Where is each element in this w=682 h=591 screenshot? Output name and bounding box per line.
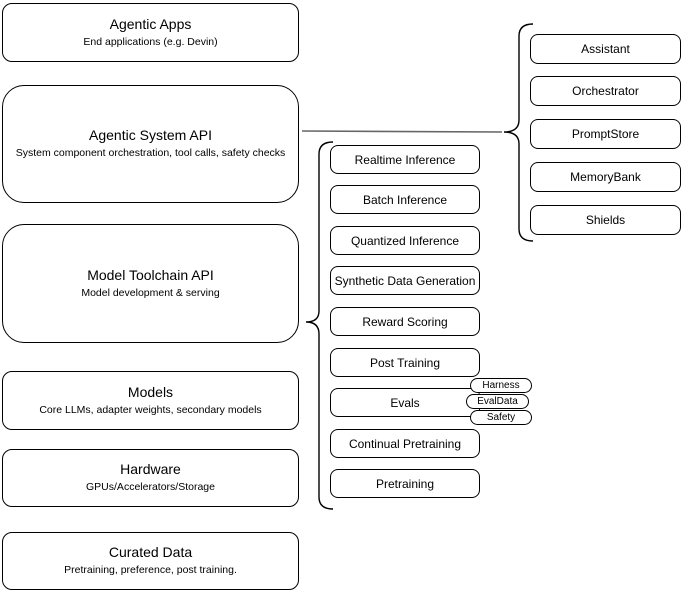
node-subtitle: System component orchestration, tool cal…	[15, 147, 286, 160]
toolchain-group-brace	[305, 141, 334, 510]
node-subtitle: GPUs/Accelerators/Storage	[86, 481, 215, 494]
toolchain-item-reward-scoring: Reward Scoring	[330, 307, 480, 336]
toolchain-item-pretraining: Pretraining	[330, 469, 480, 498]
component-shields: Shields	[530, 205, 681, 235]
node-curated-data: Curated Data Pretraining, preference, po…	[2, 532, 299, 590]
component-memorybank: MemoryBank	[530, 162, 681, 192]
node-subtitle: Pretraining, preference, post training.	[64, 564, 237, 577]
node-model-toolchain-api: Model Toolchain API Model development & …	[2, 224, 299, 343]
toolchain-item-continual-pretraining: Continual Pretraining	[330, 429, 480, 458]
node-agentic-apps: Agentic Apps End applications (e.g. Devi…	[2, 3, 299, 62]
eval-pill-harness: Harness	[470, 378, 532, 393]
component-assistant: Assistant	[530, 34, 681, 64]
toolchain-item-batch-inference: Batch Inference	[330, 185, 480, 214]
toolchain-item-quantized-inference: Quantized Inference	[330, 226, 480, 255]
node-title: Agentic System API	[89, 127, 212, 144]
node-title: Models	[127, 383, 174, 400]
component-orchestrator: Orchestrator	[530, 76, 681, 106]
node-subtitle: Model development & serving	[81, 286, 220, 299]
system-components-brace	[503, 23, 534, 242]
node-title: Model Toolchain API	[87, 266, 214, 283]
node-title: Curated Data	[108, 544, 193, 561]
node-subtitle: Core LLMs, adapter weights, secondary mo…	[39, 403, 262, 416]
node-subtitle: End applications (e.g. Devin)	[83, 35, 218, 48]
eval-pill-evaldata: EvalData	[466, 394, 529, 409]
component-promptstore: PromptStore	[530, 119, 681, 149]
toolchain-item-synthetic-data-generation: Synthetic Data Generation	[330, 266, 480, 295]
node-hardware: Hardware GPUs/Accelerators/Storage	[2, 449, 299, 507]
node-title: Agentic Apps	[109, 15, 192, 32]
connector-line	[301, 130, 503, 133]
eval-pill-safety: Safety	[470, 410, 532, 425]
node-models: Models Core LLMs, adapter weights, secon…	[2, 371, 299, 430]
toolchain-item-post-training: Post Training	[330, 348, 480, 377]
toolchain-item-evals: Evals	[330, 388, 480, 417]
node-title: Hardware	[120, 461, 181, 478]
toolchain-item-realtime-inference: Realtime Inference	[330, 145, 480, 174]
node-agentic-system-api: Agentic System API System component orch…	[2, 85, 299, 203]
